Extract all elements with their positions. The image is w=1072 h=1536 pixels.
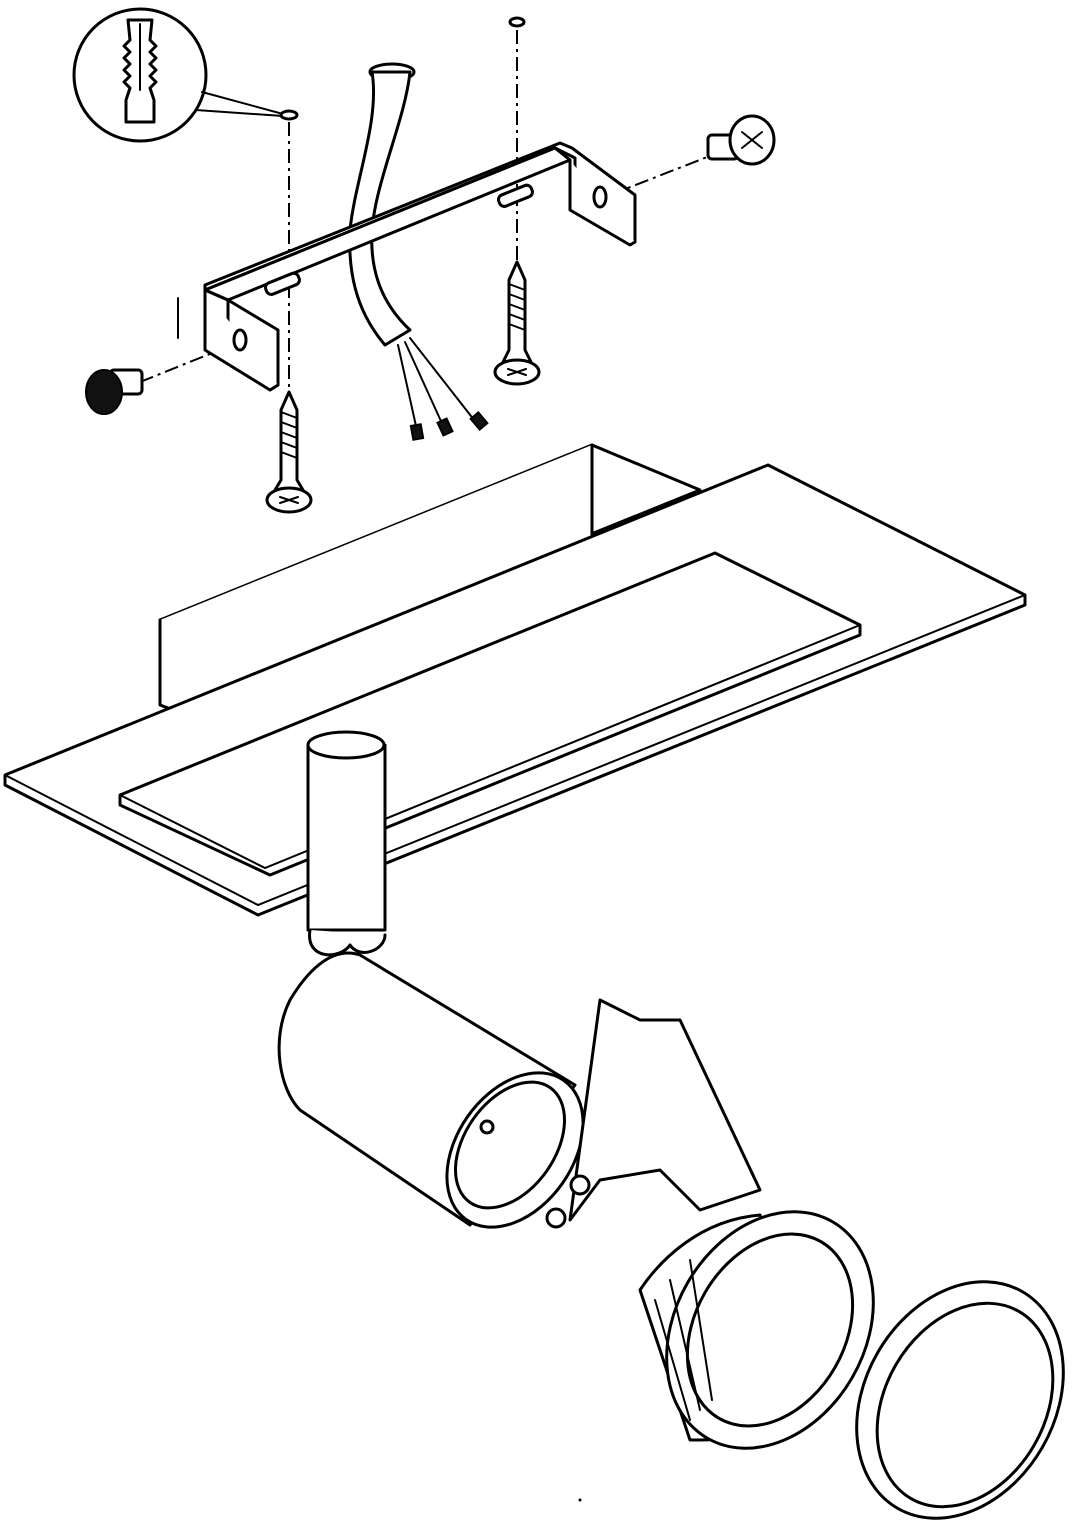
cover-glass-ring (855, 1280, 1065, 1520)
wood-screw-right (493, 260, 541, 386)
drill-hole-right (508, 16, 526, 28)
spotlight-head (277, 951, 585, 1229)
power-cable (348, 62, 489, 441)
canopy-base (3, 443, 1027, 917)
gu10-led-bulb (545, 998, 875, 1502)
drill-hole-left (279, 109, 299, 121)
spotlight-arm (306, 730, 387, 957)
mounting-bracket (203, 141, 637, 392)
wood-screw-left (265, 390, 313, 514)
machine-screw-right (706, 114, 776, 166)
axis-line-side-right (609, 151, 721, 196)
wall-plug-detail-inset (72, 7, 284, 143)
machine-screw-left (85, 368, 144, 415)
